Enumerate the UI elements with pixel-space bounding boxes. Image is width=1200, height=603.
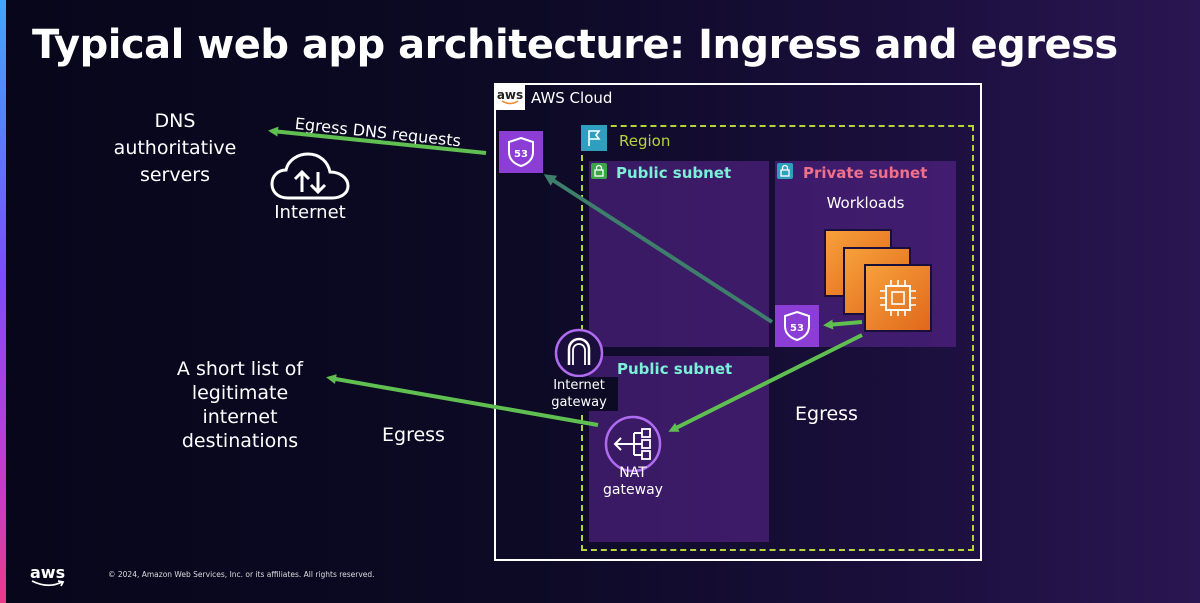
left-accent-bar bbox=[0, 0, 6, 603]
egress-right-label: Egress bbox=[795, 403, 858, 425]
cloud-upload-download-icon bbox=[270, 152, 350, 200]
destinations-line-1: A short list of bbox=[176, 358, 304, 380]
aws-cloud-logo: aws bbox=[495, 84, 525, 110]
lock-icon bbox=[777, 163, 793, 179]
aws-cloud-label: AWS Cloud bbox=[531, 89, 613, 107]
nat-gateway-label: NAT gateway bbox=[593, 465, 673, 499]
public-subnet-top bbox=[589, 161, 769, 347]
destinations-line-4: destinations bbox=[181, 430, 299, 452]
footer-aws-logo-text: aws bbox=[30, 563, 66, 582]
aws-cloud-logo-text: aws bbox=[496, 88, 524, 102]
internet-gateway-icon bbox=[554, 328, 604, 378]
aws-smile-icon bbox=[31, 580, 65, 587]
internet-gateway-line-1: Internet bbox=[553, 378, 605, 393]
ec2-chip-icon bbox=[866, 266, 930, 330]
region-label: Region bbox=[619, 132, 671, 150]
route53-badge-text: 53 bbox=[790, 323, 804, 334]
egress-dns-arrow bbox=[268, 126, 487, 155]
destinations-label: A short list of legitimate internet dest… bbox=[150, 357, 330, 453]
route53-icon: 53 bbox=[775, 305, 819, 347]
nat-gateway-icon bbox=[604, 415, 662, 473]
private-subnet-label: Private subnet bbox=[803, 164, 928, 182]
region-flag-icon bbox=[581, 125, 607, 151]
page-title: Typical web app architecture: Ingress an… bbox=[32, 22, 1118, 68]
resolver-arrow bbox=[543, 174, 774, 324]
aws-smile-icon bbox=[501, 100, 519, 105]
workload-nat-arrow bbox=[668, 333, 863, 432]
egress-left-label: Egress bbox=[382, 424, 445, 446]
public-subnet-top-label: Public subnet bbox=[616, 164, 732, 182]
nat-gateway-line-2: gateway bbox=[603, 482, 663, 498]
footer-copyright: © 2024, Amazon Web Services, Inc. or its… bbox=[108, 570, 375, 579]
lock-icon bbox=[591, 163, 607, 179]
internet-label: Internet bbox=[274, 202, 346, 223]
route53-icon: 53 bbox=[499, 131, 543, 173]
destinations-line-3: internet bbox=[202, 406, 278, 428]
dns-servers-label: DNS authoritative servers bbox=[90, 108, 260, 189]
dns-line-3: servers bbox=[139, 164, 211, 186]
nat-egress-arrow bbox=[326, 374, 599, 427]
internet-gateway-label: Internet gateway bbox=[540, 377, 618, 411]
workload-dns-arrow bbox=[823, 319, 863, 330]
aws-cloud-box bbox=[494, 83, 982, 561]
nat-gateway-line-1: NAT bbox=[619, 465, 647, 481]
public-subnet-bottom-label: Public subnet bbox=[617, 360, 733, 378]
workloads-label: Workloads bbox=[826, 194, 905, 212]
internet-gateway-line-2: gateway bbox=[551, 395, 607, 410]
route53-badge-text: 53 bbox=[514, 149, 528, 160]
destinations-line-2: legitimate bbox=[191, 382, 289, 404]
footer-aws-logo: aws bbox=[30, 563, 65, 582]
dns-line-2: authoritative bbox=[113, 137, 237, 159]
dns-line-1: DNS bbox=[154, 110, 196, 132]
